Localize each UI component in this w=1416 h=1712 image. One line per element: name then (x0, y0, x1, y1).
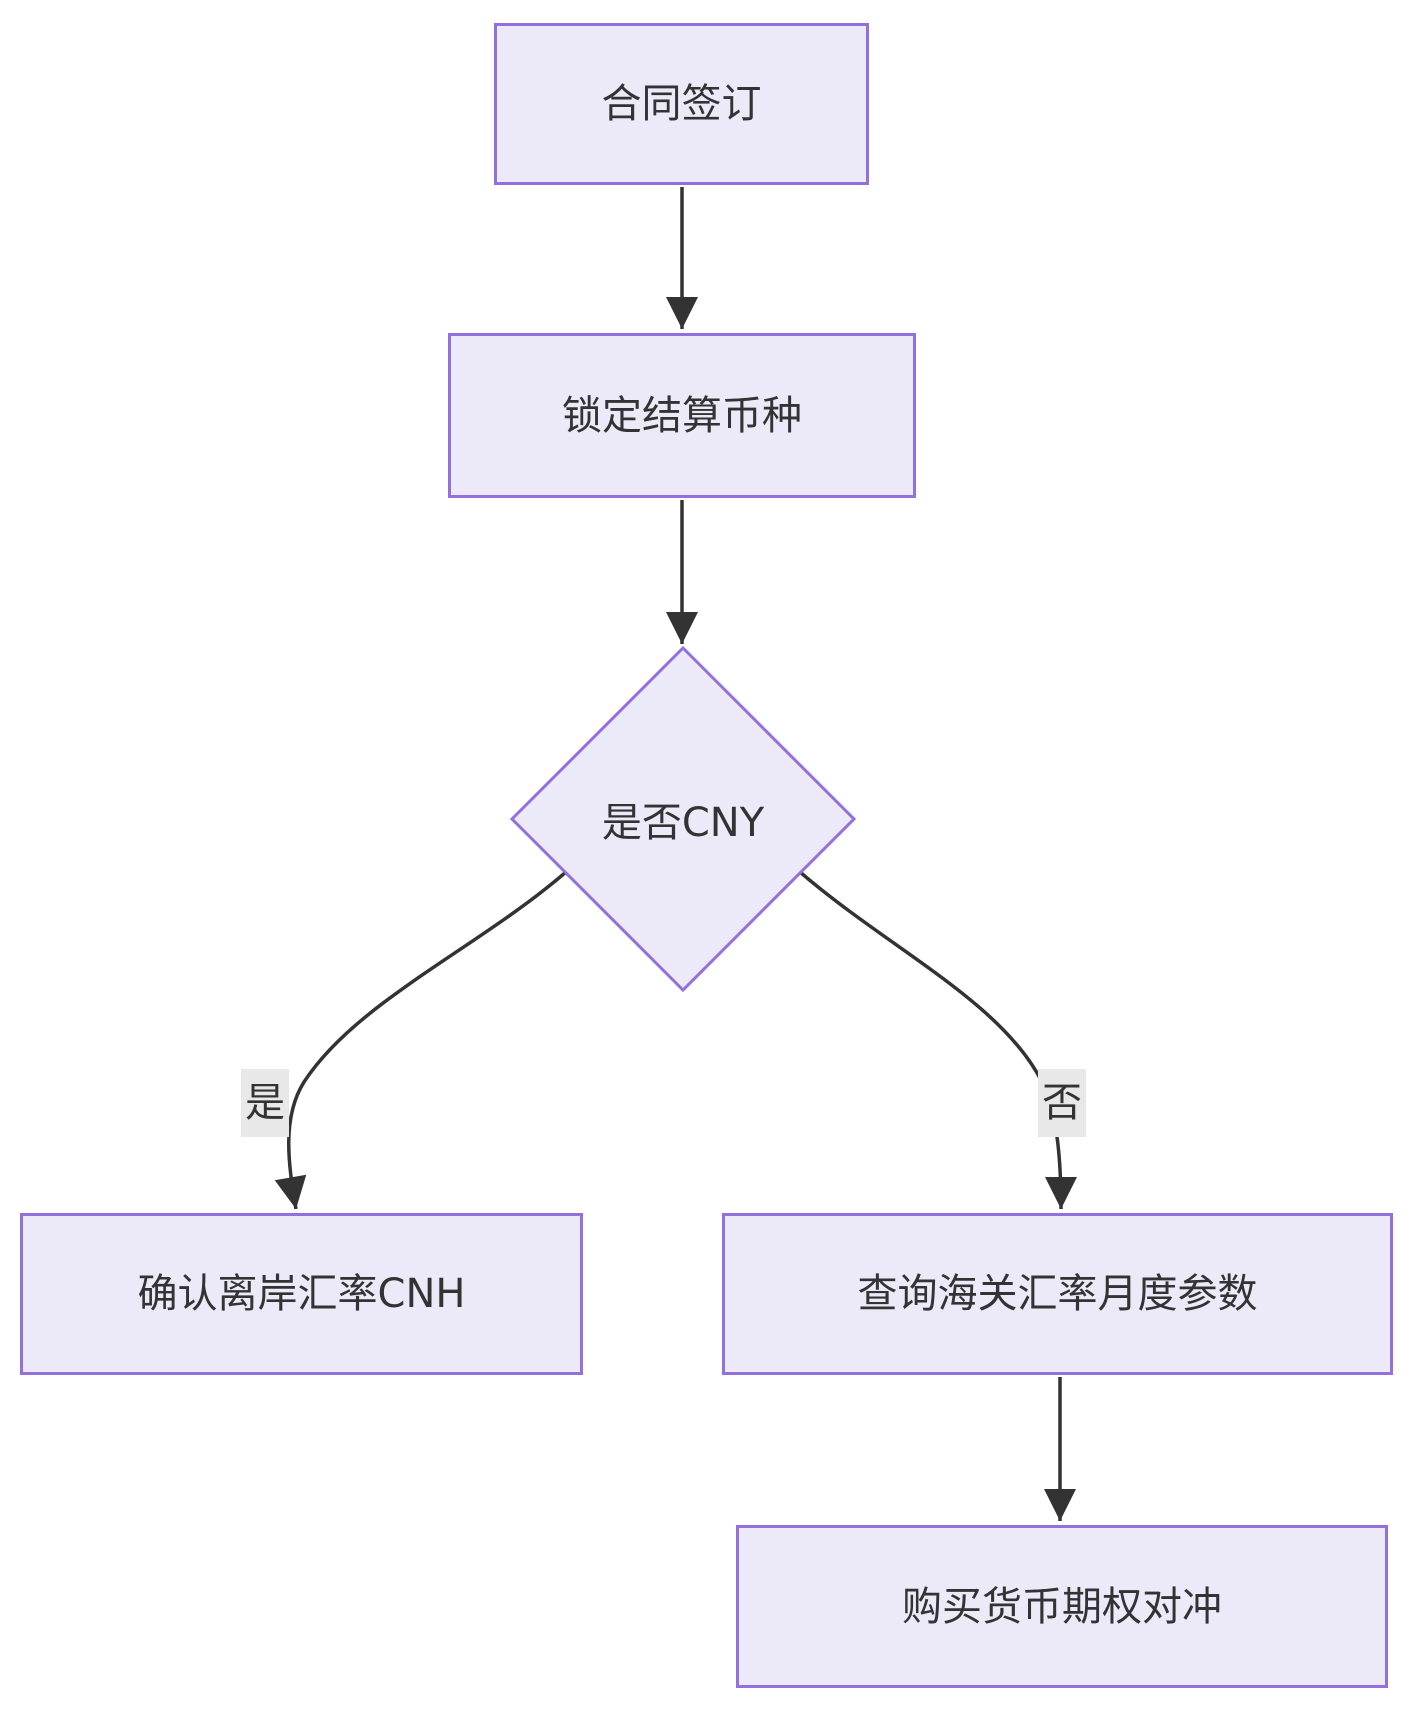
edge-label-no-text: 否 (1042, 1080, 1082, 1126)
arrow-decision-to-customs (798, 870, 1077, 1210)
edge-label-yes-text: 是 (245, 1080, 285, 1126)
node-contract-signing: 合同签订 (494, 23, 869, 185)
node-buy-currency-option-hedge-label: 购买货币期权对冲 (902, 1583, 1222, 1630)
node-lock-settlement-currency: 锁定结算币种 (448, 333, 916, 498)
node-query-customs-monthly-rate-label: 查询海关汇率月度参数 (857, 1271, 1258, 1317)
edge-label-no: 否 (1038, 1069, 1086, 1137)
node-contract-signing-label: 合同签订 (601, 81, 762, 127)
decision-is-cny: 是否CNY (602, 790, 764, 848)
decision-diamond-shape (509, 645, 857, 993)
node-confirm-offshore-rate-cnh-label: 确认离岸汇率CNH (137, 1271, 466, 1317)
node-query-customs-monthly-rate: 查询海关汇率月度参数 (722, 1213, 1393, 1375)
node-lock-settlement-currency-label: 锁定结算币种 (562, 392, 802, 439)
node-buy-currency-option-hedge: 购买货币期权对冲 (736, 1525, 1388, 1688)
arrow-decision-to-cnh (274, 870, 568, 1210)
node-confirm-offshore-rate-cnh: 确认离岸汇率CNH (20, 1213, 583, 1375)
decision-is-cny-label: 是否CNY (601, 800, 765, 846)
edge-label-yes: 是 (241, 1069, 289, 1137)
